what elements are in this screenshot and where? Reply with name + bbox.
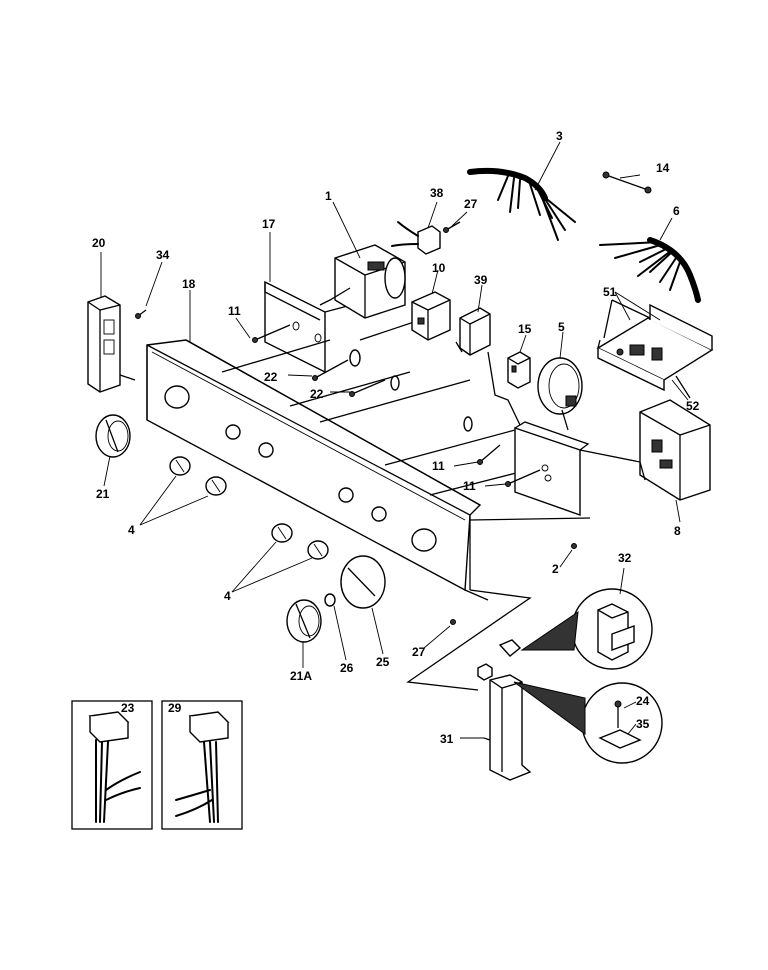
leader-lines	[100, 141, 689, 739]
bracket-31	[477, 639, 532, 781]
wire-harness-6	[599, 237, 701, 303]
part-38	[391, 221, 441, 255]
label-27-bottom: 27	[412, 645, 426, 659]
label-20: 20	[92, 236, 106, 250]
label-4-upper: 4	[128, 523, 135, 537]
knob-21a	[286, 599, 322, 643]
label-39: 39	[474, 273, 488, 287]
label-34: 34	[156, 248, 170, 262]
label-22-lower: 22	[310, 387, 324, 401]
wire-harness-3	[467, 167, 576, 241]
part-15	[507, 351, 531, 389]
callout-32	[520, 588, 653, 670]
label-32: 32	[618, 551, 632, 565]
label-26: 26	[340, 661, 354, 675]
label-52: 52	[686, 399, 700, 413]
console-panel	[146, 339, 489, 601]
label-1: 1	[325, 189, 332, 203]
label-6: 6	[673, 204, 680, 218]
label-21: 21	[96, 487, 110, 501]
label-15: 15	[518, 322, 532, 336]
timer	[319, 244, 406, 319]
label-35: 35	[636, 717, 650, 731]
label-17: 17	[262, 217, 276, 231]
label-2: 2	[552, 562, 559, 576]
inset-23	[71, 700, 153, 830]
switch-10	[411, 291, 451, 341]
screw-14	[602, 171, 652, 194]
label-29: 29	[168, 701, 182, 715]
label-25: 25	[376, 655, 390, 669]
pressure-switch	[537, 357, 583, 431]
part-labels: 1 3 14 6 38 27 17 20 34 10 39 18 51 11 1…	[92, 129, 700, 746]
label-24: 24	[636, 694, 650, 708]
label-23: 23	[121, 701, 135, 715]
screws	[135, 221, 577, 625]
circuit-board	[596, 299, 714, 399]
label-4-lower: 4	[224, 589, 231, 603]
label-21a: 21A	[290, 669, 312, 683]
label-3: 3	[556, 129, 563, 143]
knob-21	[95, 414, 131, 458]
control-board	[579, 399, 711, 501]
label-11-left: 11	[228, 304, 241, 318]
callout-24-35	[513, 681, 663, 764]
lower-wires	[406, 351, 532, 691]
label-8: 8	[674, 524, 681, 538]
label-5: 5	[558, 320, 565, 334]
inset-29	[161, 700, 243, 830]
small-knobs	[169, 456, 329, 560]
label-11-right: 11	[463, 479, 476, 493]
label-31: 31	[440, 732, 454, 746]
label-22-upper: 22	[264, 370, 278, 384]
washer-26	[324, 593, 336, 607]
end-cap	[87, 295, 136, 393]
label-11-mid: 11	[432, 459, 445, 473]
label-27-top: 27	[464, 197, 478, 211]
right-bracket	[514, 421, 590, 516]
label-38: 38	[430, 186, 444, 200]
label-51: 51	[603, 285, 617, 299]
label-14: 14	[656, 161, 670, 175]
label-18: 18	[182, 277, 196, 291]
label-10: 10	[432, 261, 446, 275]
switch-39	[455, 307, 491, 356]
dial-25	[340, 555, 386, 609]
